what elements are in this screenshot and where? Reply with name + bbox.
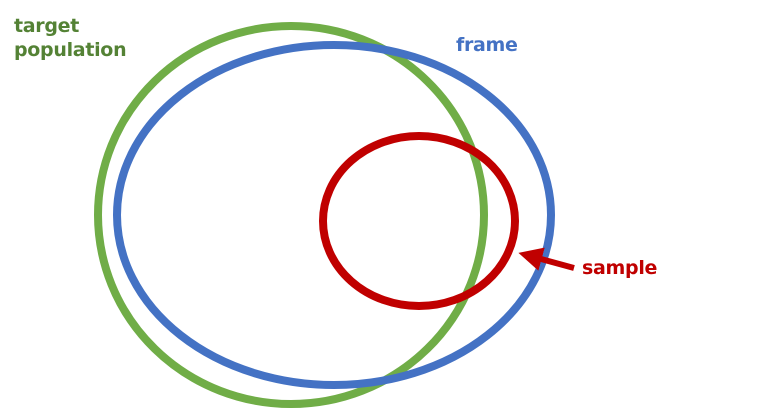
- frame-ellipse: [113, 41, 555, 389]
- sample-arrow: [518, 247, 575, 271]
- sample-ellipse: [319, 132, 519, 310]
- frame-label: frame: [456, 34, 518, 56]
- target-label-line1: target: [14, 15, 80, 37]
- target-population-ellipse: [94, 22, 488, 408]
- target-population-label: target population: [14, 14, 127, 62]
- sample-label: sample: [582, 257, 658, 279]
- target-label-line2: population: [14, 39, 127, 61]
